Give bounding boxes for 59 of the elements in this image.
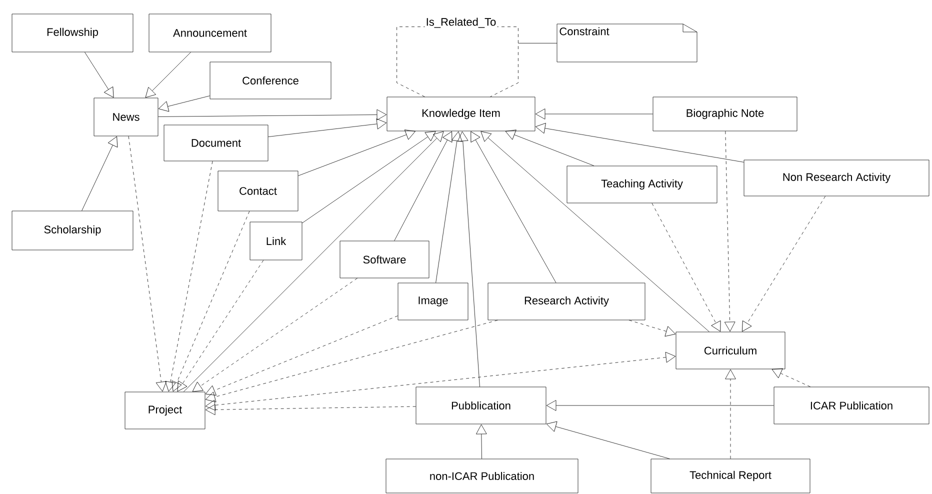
dependency-arrow [628,320,676,337]
generalization-arrow [183,131,444,392]
generalization-arrow [470,131,556,283]
dependency-arrow [205,352,676,411]
dependency-arrow [165,161,213,392]
dependency-arrow [172,210,250,392]
generalization-arrow [394,131,452,241]
generalization-arrow [158,96,210,112]
generalization-arrow [546,400,774,411]
generalization-arrow [505,130,594,166]
class-box: Knowledge Item [386,96,536,132]
class-box: non-ICAR Publication [386,458,578,494]
class-box: Pubblication [416,386,546,424]
dependency-arrow [724,130,736,332]
dependency-arrow [128,136,167,392]
generalization-arrow [298,130,416,176]
generalization-arrow [145,52,191,98]
class-box: Scholarship [12,210,134,250]
dependency-arrow [177,260,264,392]
note-box: Constraint [556,24,698,62]
class-box: Technical Report [650,458,810,494]
class-box: Fellowship [12,14,134,52]
dependency-arrow [205,316,398,396]
generalization-arrow [158,109,387,120]
generalization-arrow [535,108,653,120]
dependency-arrow [205,320,498,402]
generalization-arrow [535,122,744,162]
class-box: Project [124,392,206,430]
generalization-arrow [84,52,114,98]
class-box: Announcement [148,14,272,52]
generalization-arrow [302,131,436,224]
class-box: ICAR Publication [774,386,930,424]
dependency-arrow [205,404,416,416]
class-box: News [94,98,158,136]
class-box: Conference [210,62,332,100]
class-box: Document [164,124,268,162]
generalization-arrow [82,136,118,211]
note-link [518,42,558,44]
class-box: Image [398,282,468,320]
generalization-arrow [268,118,387,138]
edge-label: Is_Related_To [424,16,498,29]
dependency-arrow [772,368,811,387]
generalization-arrow [436,131,462,283]
generalization-arrow [476,424,487,459]
dependency-arrow [652,203,721,332]
generalization-arrow [457,131,480,387]
dependency-arrow [742,196,826,332]
class-box: Biographic Note [652,96,798,132]
dependency-arrow [725,369,736,459]
class-box: Contact [218,170,298,212]
class-box: Non Research Activity [744,160,930,196]
class-box: Teaching Activity [566,166,718,204]
class-box: Software [340,240,430,278]
generalization-arrow [480,131,710,332]
class-box: Research Activity [488,282,646,320]
dependency-arrow [192,278,358,392]
generalization-arrow [546,421,670,459]
class-box: Link [250,222,302,260]
class-box: Curriculum [676,332,786,370]
